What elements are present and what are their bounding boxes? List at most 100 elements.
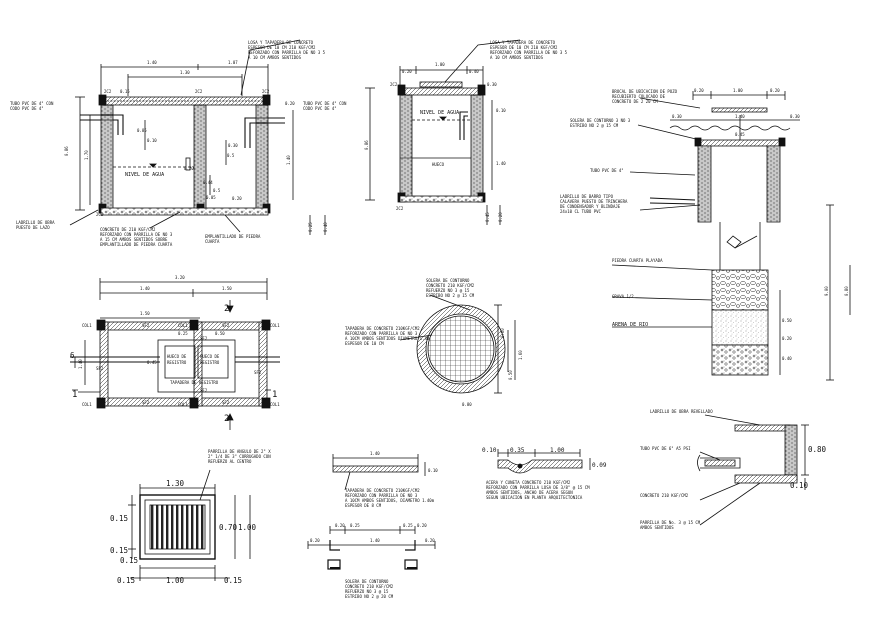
dim: 9.00: [824, 286, 829, 296]
dim: 0.50: [782, 318, 792, 323]
dim: 0.20: [694, 88, 704, 93]
label: LOSA Y TAPADERA DE CONCRETO: [490, 40, 556, 45]
dim: 0.25: [308, 222, 313, 232]
view-5-circular-cover: [399, 294, 516, 394]
beam-label: SF2: [96, 366, 104, 371]
dim: 1.70: [84, 150, 89, 160]
label: LADRILLO DE OBRA REVELLADO: [650, 409, 713, 414]
hueco-label: REGISTRO: [167, 360, 187, 365]
label: TUBO PVC DE 4" CON: [303, 101, 347, 106]
label: LOSA Y TAPADERA DE CONCRETO: [248, 40, 314, 45]
view-2-section: [365, 39, 521, 225]
dim: 0.10: [790, 481, 809, 490]
label: CODO PVC DE 4": [10, 106, 44, 111]
label: A 10 CM AMBOS SENTIDOS: [490, 55, 544, 60]
view-2-text: 0.20 1.00 0.40 LOSA Y TAPADERA DE CONCRE…: [364, 40, 568, 222]
label: BROCAL DE UBICACION DE POZO: [612, 89, 678, 94]
column-label: COL1: [178, 323, 188, 328]
water-level-label: NIVEL DE AGUA: [125, 172, 164, 178]
label: ESTRIBO NO 2 @ 15 CM: [570, 123, 619, 128]
hueco-label: REGISTRO: [200, 360, 220, 365]
label: CALAVERA PUESTO DE TRINCHERA: [560, 199, 628, 204]
label: RECUBIERTO COLOCADO DE: [612, 94, 666, 99]
label: EMPLANTILLADO DE PIEDRA CUARTA: [100, 242, 173, 247]
label: ESTRIBO NO 2 @ 20 CM: [345, 594, 394, 599]
label: PIEDRA CUARTA PLAYADA: [612, 258, 663, 263]
column-label: COL1: [270, 323, 280, 328]
label: TAPADERA DE CONCRETO 210KGF/CM2: [345, 326, 420, 331]
view-5-text: SOLERA DE CONTORNO CONCRETO 210 KGF/CM2 …: [345, 278, 523, 407]
view-3-text: 0.20 1.00 0.20 0.30 1.40 0.30 0.45 BROCA…: [560, 88, 849, 361]
beam-label: SF2: [222, 400, 230, 405]
view-7-cover-section: [332, 454, 426, 491]
dim: 0.15: [120, 556, 138, 565]
view-10-box-section: [697, 414, 809, 526]
label: CONCRETO 210 KGF/CM2: [426, 283, 475, 288]
dim: 1.00: [550, 447, 565, 454]
label: CONCRETO 210 KGF/CM2: [640, 493, 689, 498]
dim: 0.20: [782, 336, 792, 341]
label: 2" 1/4 DE 3" CORRUGADO CON: [208, 454, 271, 459]
dim: 0.20: [285, 101, 295, 106]
dim: 0.10: [482, 447, 497, 454]
label: PARRILLA DE No. 3 @ 15 CM: [640, 520, 701, 525]
dim: 0.86: [364, 140, 369, 150]
label: REFUERZO AL CENTRO: [208, 459, 252, 464]
label: REFORZADO CON PARRILLA DE NO 3: [345, 493, 418, 498]
dim: 0.20: [402, 69, 412, 74]
dim: 0.10: [428, 468, 438, 473]
label: SOLERA DE CONTORNO: [426, 278, 470, 283]
dim: 0.45: [485, 212, 490, 222]
beam-label: SF2: [254, 370, 262, 375]
view-6-text: PARRILLA DE ANGULO DE 2" X 2" 1/4 DE 3" …: [110, 449, 271, 585]
label: REFORZADO CON PARRILLA DE NO 3: [345, 331, 418, 336]
column-label: 2C2: [262, 89, 270, 94]
label: CONCRETO DE 2 20 CM: [612, 99, 658, 104]
label: GRAVA 1/2: [612, 294, 634, 299]
view-3-well: [611, 91, 851, 381]
label: CUARTA: [205, 239, 220, 244]
dim: 0.30: [672, 114, 682, 119]
column-label: COL1: [270, 402, 280, 407]
dim: 1.50: [140, 311, 150, 316]
dim: 0.25: [403, 523, 413, 528]
dim: 0.80: [808, 445, 827, 454]
label: REFORZADO CON PARRILLA DE NO 3 5: [248, 50, 326, 55]
label: TUBO PVC DE 4" CON: [10, 101, 54, 106]
dim: 1.07: [228, 60, 238, 65]
label: CONCRETO 210 KGF/CM2: [345, 584, 394, 589]
label: TAPADERA DE CONCRETO 210KGF/CM2: [345, 488, 420, 493]
label: AMBOS SENTIDOS: [640, 525, 674, 530]
section-mark: 6: [70, 351, 75, 360]
hueco-label: HUECO DE: [200, 354, 220, 359]
dim: 1.00: [238, 523, 257, 532]
column-label: COL1: [82, 402, 92, 407]
label: TUBO PVC DE 4": [590, 168, 624, 173]
column-label: 2C2: [390, 82, 398, 87]
water-level-label: NIVEL DE AGUA: [420, 110, 459, 116]
label: SOLERA DE CONTORNO 3 NO 3: [570, 118, 631, 123]
label: DE CONDENSADOR Y BLINDAJE: [560, 204, 621, 209]
dim: 1.00: [733, 88, 743, 93]
view-9-gutter: [497, 449, 591, 474]
dim: 0.45: [735, 132, 745, 137]
label: ESPESOR DE 10 CM 210 KGF/CM2: [490, 45, 558, 50]
label: PARRILLA DE ANGULO DE 2" X: [208, 449, 271, 454]
dim: 0.10: [147, 138, 157, 143]
label: REFORZADO CON PARRILLA DE NO 3: [100, 232, 173, 237]
label: REFUERZO NO 3 @ 15: [426, 288, 470, 293]
dim: 0.10: [496, 108, 506, 113]
view-1-section: [69, 39, 326, 235]
dim: 0.40: [323, 222, 328, 232]
beam-label: SF2: [142, 323, 150, 328]
dim: 1.00: [435, 62, 445, 67]
label: REFORZADO CON PARRILLA DE NO 3 5: [490, 50, 568, 55]
dim: 0.25: [178, 331, 188, 336]
label: ESPESOR DE 8 CM: [345, 503, 382, 508]
label: ACERA Y CUNETA CONCRETO 210 KGF/CM2: [486, 480, 571, 485]
dim: 0.86: [64, 146, 69, 156]
dim: 0.50: [508, 370, 513, 380]
dim: 1.40: [78, 359, 83, 369]
dim: 1.40: [370, 451, 380, 456]
dim: 0.20: [425, 538, 435, 543]
